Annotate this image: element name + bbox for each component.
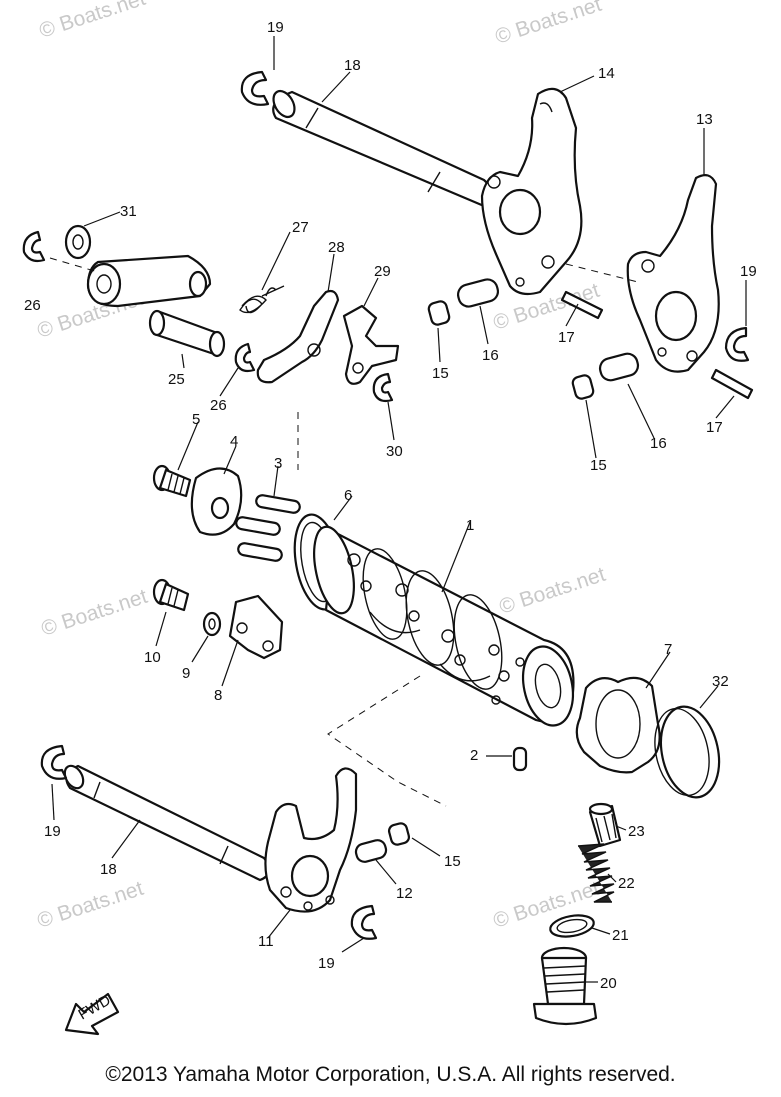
segment-plate-4 — [190, 467, 243, 536]
washer-9 — [202, 611, 222, 637]
callout-29: 29 — [374, 263, 391, 280]
guide-pin-15-right — [571, 374, 595, 400]
screw-5 — [152, 464, 192, 498]
callout-10: 10 — [144, 649, 161, 666]
callout-16: 16 — [650, 435, 667, 452]
watermark: © Boats.net — [496, 563, 608, 619]
shift-fork-shaft-upper — [272, 89, 493, 208]
callout-19: 19 — [740, 263, 757, 280]
cotter-pin-17-upper — [560, 290, 604, 320]
leader-lines — [51, 36, 747, 983]
circlip-30 — [372, 372, 394, 403]
shift-fork-shaft-lower — [63, 764, 271, 882]
alignment-line — [49, 257, 99, 273]
callout-12: 12 — [396, 885, 413, 902]
callout-labels: 19 18 14 13 31 27 28 29 19 26 15 16 17 2… — [24, 19, 757, 992]
callout-28: 28 — [328, 239, 345, 256]
callout-22: 22 — [618, 875, 635, 892]
shift-arm-28 — [256, 289, 340, 384]
shift-drum-1 — [313, 525, 575, 727]
shift-fork-11 — [264, 767, 358, 913]
callout-15: 15 — [590, 457, 607, 474]
callout-1: 1 — [466, 517, 474, 534]
callout-5: 5 — [192, 411, 200, 428]
callout-8: 8 — [214, 687, 222, 704]
circlip-19-lower-right — [350, 904, 378, 940]
callout-18: 18 — [344, 57, 361, 74]
washer-31 — [64, 224, 92, 260]
watermark: © Boats.net — [36, 0, 148, 43]
callout-19: 19 — [318, 955, 335, 972]
bolt-10 — [152, 578, 190, 612]
callout-32: 32 — [712, 673, 729, 690]
guide-pin-15-upper — [427, 300, 451, 326]
callout-17: 17 — [706, 419, 723, 436]
plug-20 — [532, 946, 598, 1026]
stopper-plate-8 — [228, 594, 284, 660]
callout-21: 21 — [612, 927, 629, 944]
callout-17: 17 — [558, 329, 575, 346]
callout-9: 9 — [182, 665, 190, 682]
dowel-2 — [512, 746, 528, 772]
circlip-19-top — [240, 70, 270, 106]
gasket-21 — [549, 914, 595, 938]
callout-4: 4 — [230, 433, 238, 450]
callout-26: 26 — [24, 297, 41, 314]
callout-20: 20 — [600, 975, 617, 992]
callout-11: 11 — [258, 933, 274, 950]
dowel-pins-3 — [235, 494, 301, 562]
callout-13: 13 — [696, 111, 713, 128]
callout-25: 25 — [168, 371, 185, 388]
callout-31: 31 — [120, 203, 137, 220]
watermark: © Boats.net — [38, 585, 150, 641]
callout-19: 19 — [267, 19, 284, 36]
detent-ball-23 — [588, 802, 622, 848]
callout-15: 15 — [432, 365, 449, 382]
shift-lever-24 — [86, 254, 212, 308]
cam-follower-12 — [354, 839, 388, 863]
circlip-19-right — [724, 326, 750, 362]
cotter-pin-17-right — [710, 368, 754, 400]
cover-32 — [654, 705, 721, 799]
circlip-26-left — [22, 230, 46, 263]
watermark: © Boats.net — [492, 0, 604, 49]
callout-3: 3 — [274, 455, 282, 472]
collar-25 — [148, 309, 226, 358]
callout-7: 7 — [664, 641, 672, 658]
callout-14: 14 — [598, 65, 615, 82]
callout-30: 30 — [386, 443, 403, 460]
callout-16: 16 — [482, 347, 499, 364]
shift-fork-13 — [626, 173, 720, 373]
guide-pin-15-lower — [387, 822, 411, 846]
callout-26: 26 — [210, 397, 227, 414]
circlip-26-center — [234, 342, 256, 373]
circlip-19-lower-left — [40, 744, 68, 780]
callout-18: 18 — [100, 861, 117, 878]
spring-22 — [577, 843, 615, 903]
forward-arrow-icon: FWD — [64, 992, 120, 1036]
copyright-notice: ©2013 Yamaha Motor Corporation, U.S.A. A… — [105, 1063, 676, 1086]
callout-19: 19 — [44, 823, 61, 840]
callout-2: 2 — [470, 747, 478, 764]
stopper-lever-29 — [342, 304, 400, 385]
torsion-spring-27 — [239, 285, 285, 314]
shift-fork-14 — [480, 87, 583, 296]
watermark: © Boats.net — [34, 877, 146, 933]
alignment-lines-lower — [327, 675, 447, 807]
callout-23: 23 — [628, 823, 645, 840]
cam-follower-16-right — [598, 352, 640, 382]
segment-7 — [575, 676, 661, 774]
callout-27: 27 — [292, 219, 309, 236]
callout-6: 6 — [344, 487, 352, 504]
cam-follower-16-upper — [456, 278, 500, 308]
callout-15: 15 — [444, 853, 461, 870]
